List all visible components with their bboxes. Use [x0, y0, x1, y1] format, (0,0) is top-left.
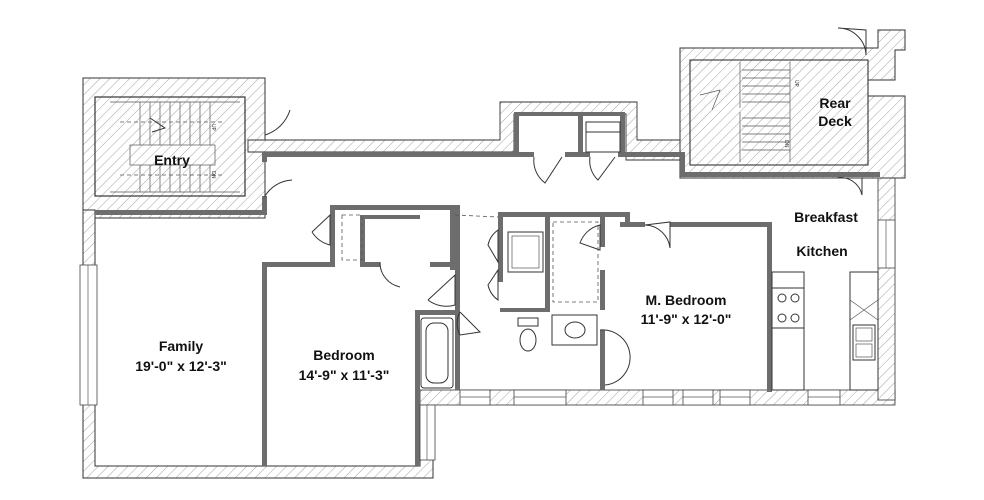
- room-dims-family: 19'-0" x 12'-3": [135, 358, 227, 374]
- room-label-breakfast: Breakfast: [794, 209, 858, 225]
- stair-down-mark: DN: [210, 171, 216, 179]
- kitchen-fixtures: [771, 271, 879, 391]
- room-label-entry: Entry: [154, 152, 190, 168]
- room-label-bedroom: Bedroom: [313, 347, 374, 363]
- exterior-walls: [82, 29, 906, 479]
- room-label-m-bedroom: M. Bedroom: [646, 292, 727, 308]
- rear-deck-stairs: [699, 62, 791, 162]
- closet-details: [341, 121, 621, 303]
- stair-up-mark: UP: [210, 124, 216, 131]
- doors: [264, 27, 867, 386]
- deck-stair-down-mark: DN: [783, 140, 789, 148]
- entry-stairs: UP DN: [110, 101, 240, 193]
- room-label-kitchen: Kitchen: [796, 243, 847, 259]
- bath-fixtures: [420, 231, 598, 389]
- room-label-rear-deck-line1: Rear: [819, 95, 851, 111]
- room-dims-m-bedroom: 11'-9" x 12'-0": [641, 311, 732, 327]
- interior-walls: [95, 112, 880, 466]
- room-labels: Entry Rear Deck Breakfast Kitchen M. Bed…: [135, 95, 858, 383]
- room-dims-bedroom: 14'-9" x 11'-3": [299, 367, 390, 383]
- deck-stair-up-mark: UP: [793, 80, 799, 87]
- windows: [79, 219, 896, 461]
- room-label-family: Family: [159, 338, 204, 354]
- room-label-rear-deck-line2: Deck: [818, 113, 852, 129]
